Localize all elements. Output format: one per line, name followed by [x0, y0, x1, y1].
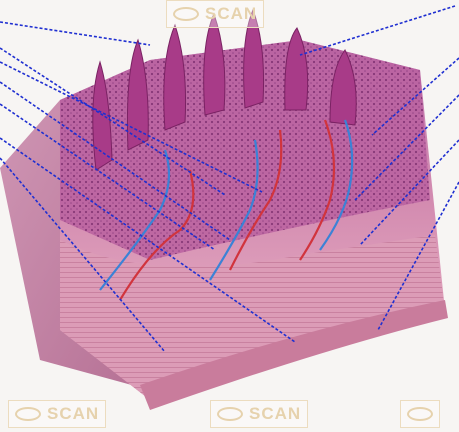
watermark: SCAN: [210, 400, 308, 428]
watermark: SCAN: [8, 400, 106, 428]
villus: [164, 25, 186, 130]
pointer-line: [0, 22, 150, 45]
villus: [204, 14, 225, 115]
watermark-partial: [400, 400, 440, 428]
adscan-logo-icon: [15, 407, 41, 421]
watermark-text: SCAN: [205, 4, 257, 24]
adscan-logo-icon: [217, 407, 243, 421]
watermark: SCAN: [166, 0, 264, 28]
watermark-text: SCAN: [249, 404, 301, 424]
adscan-logo-icon: [407, 407, 433, 421]
villus: [285, 28, 308, 110]
adscan-logo-icon: [173, 7, 199, 21]
watermark-text: SCAN: [47, 404, 99, 424]
